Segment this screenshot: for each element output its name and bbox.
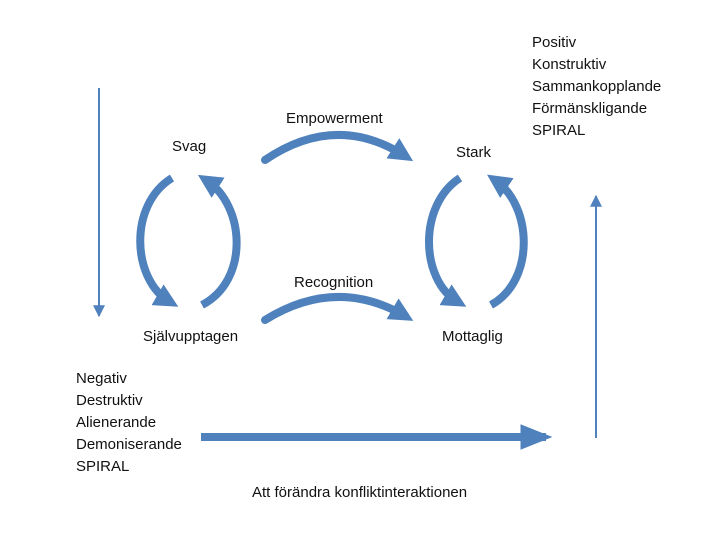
mottaglig-label: Mottaglig (442, 328, 503, 345)
recognition-label: Recognition (294, 274, 374, 291)
negative-list-item: Demoniserande (76, 436, 182, 453)
negative-list: Negativ Destruktiv Alienerande Demoniser… (76, 368, 182, 478)
strong-cycle-down-arc (425, 174, 467, 307)
strong-cycle-up-arc (487, 174, 528, 309)
positive-list-item: Positiv (532, 34, 577, 51)
positive-list-item: Konstruktiv (532, 56, 607, 73)
sjalvupptagen-label: Självupptagen (143, 328, 239, 345)
caption: Att förändra konfliktinteraktionen (252, 484, 468, 501)
weak-cycle-down-arc (136, 174, 179, 307)
empowerment-label: Empowerment (286, 110, 383, 127)
svag-label: Svag (172, 138, 207, 155)
positive-list-item: Förmänskligande (532, 100, 648, 117)
stark-label: Stark (456, 144, 492, 161)
positive-list-item: SPIRAL (532, 122, 586, 139)
recognition-arrow (261, 292, 414, 324)
negative-list-item: Negativ (76, 370, 127, 387)
negative-list-item: Alienerande (76, 414, 157, 431)
negative-list-item: Destruktiv (76, 392, 143, 409)
negative-list-item: SPIRAL (76, 458, 130, 475)
weak-cycle-up-arc (197, 174, 241, 309)
empowerment-arrow (261, 130, 414, 164)
positive-list: Positiv Konstruktiv Sammankopplande Förm… (532, 32, 661, 142)
positive-list-item: Sammankopplande (532, 78, 662, 95)
